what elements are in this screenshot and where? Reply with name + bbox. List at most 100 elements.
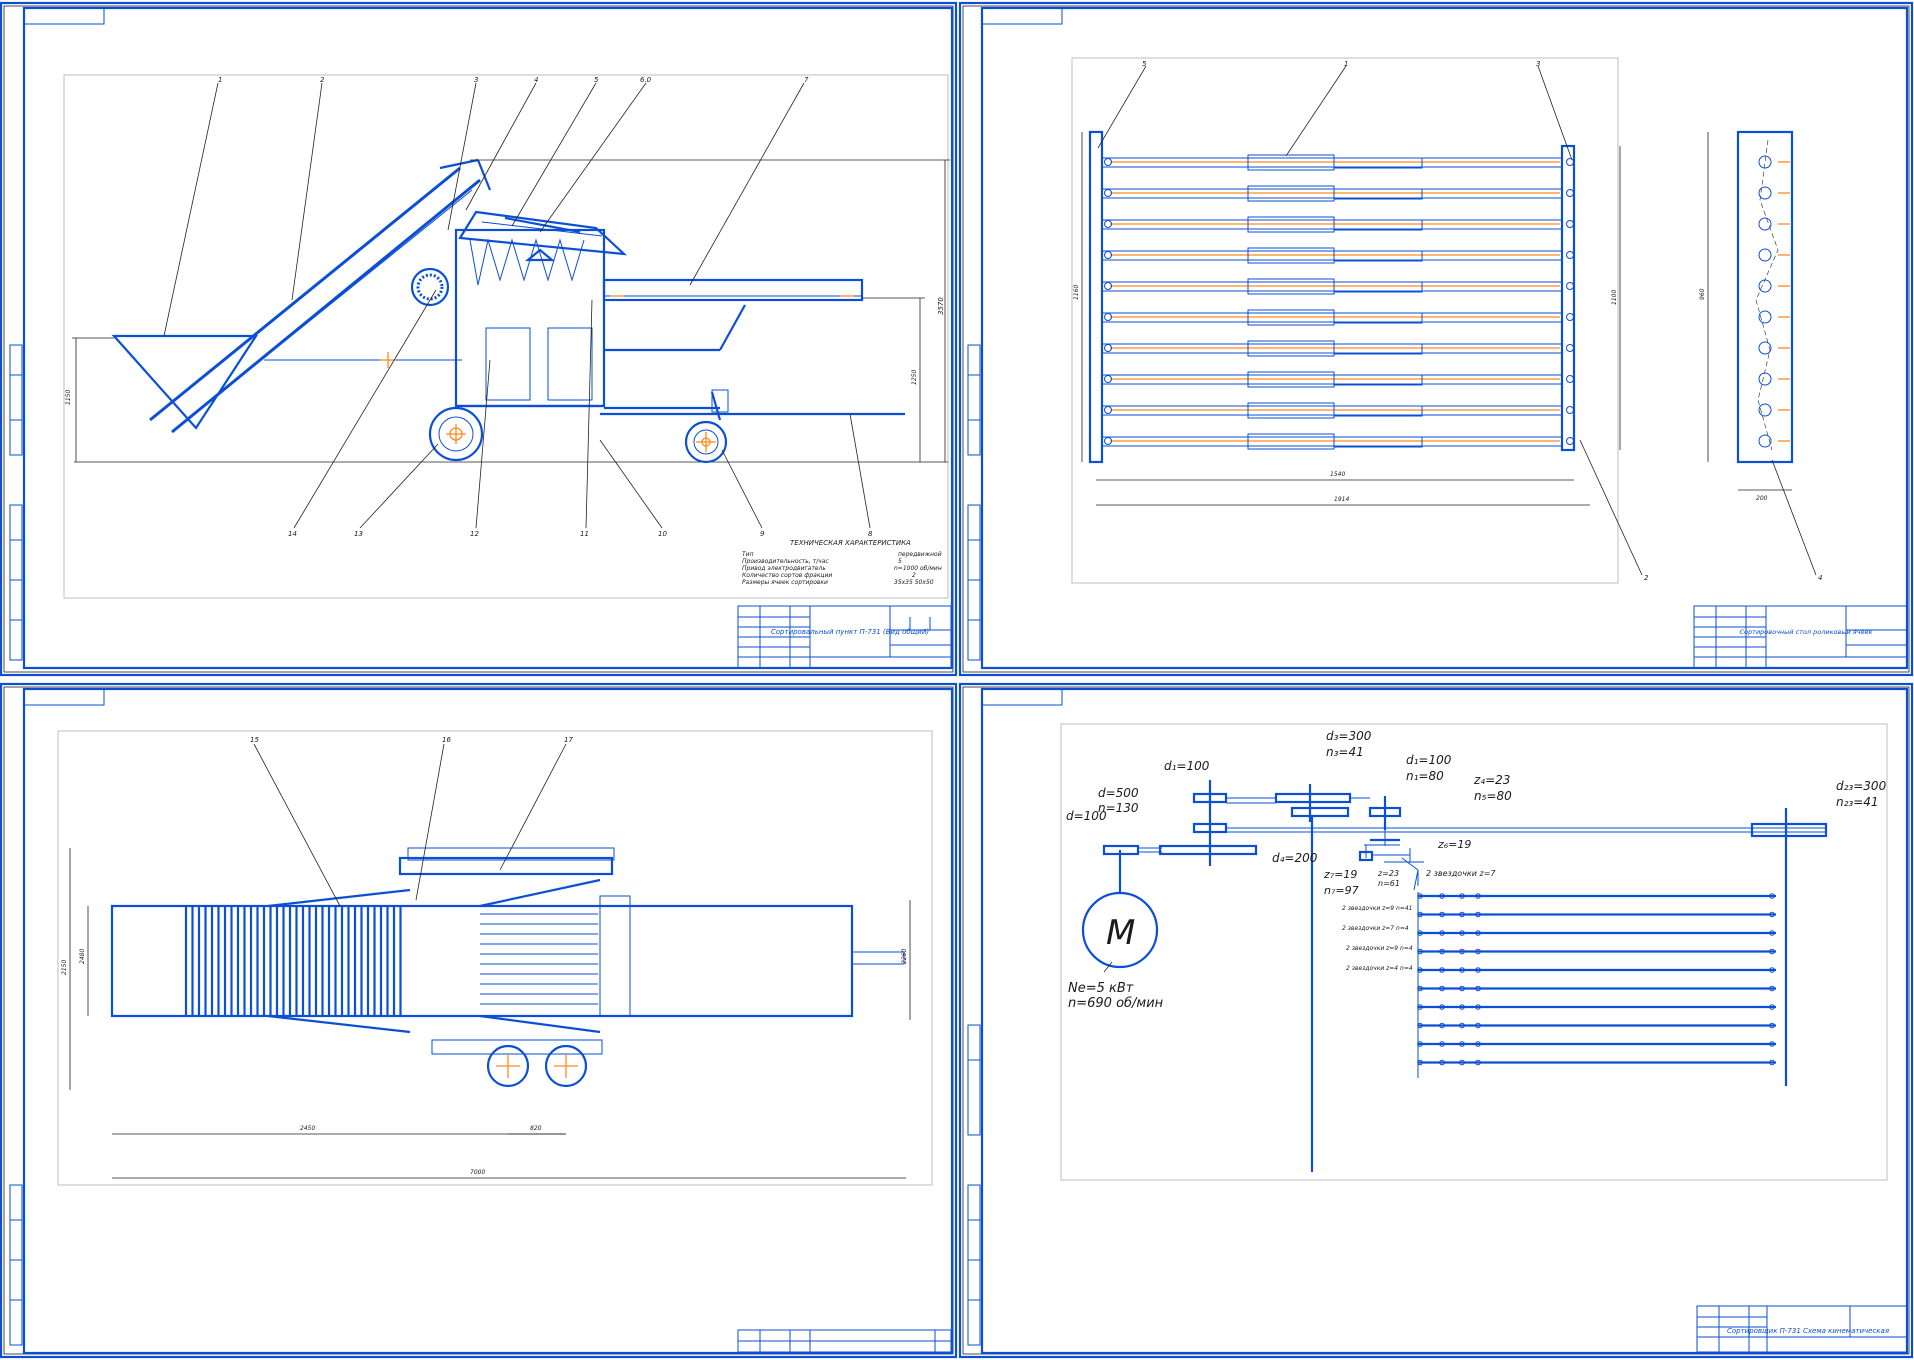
- callout-3: 3: [474, 76, 478, 84]
- sprocket-mark: [1417, 930, 1423, 936]
- spec-value-0: передвижной: [898, 551, 942, 558]
- sprocket-mark: [1459, 1022, 1465, 1029]
- spec-title: ТЕХНИЧЕСКАЯ ХАРАКТЕРИСТИКА: [790, 539, 911, 547]
- roller-segment: [1333, 405, 1423, 417]
- sprocket-note-0: 2 звездочки z=9 n=41: [1342, 905, 1413, 912]
- roller-segment: [1333, 250, 1423, 262]
- sprocket-mark: [1475, 930, 1481, 936]
- sprocket-mark: [1417, 893, 1423, 899]
- s2-callout-1: 1: [1344, 60, 1348, 68]
- roller-bearing: [1566, 251, 1574, 259]
- callout-14: 14: [288, 530, 297, 538]
- label-z6-19: z₆=19: [1437, 838, 1471, 851]
- sprocket-mark: [1769, 1041, 1775, 1047]
- sprocket-mark: [1769, 985, 1775, 992]
- sprocket-mark: [1417, 967, 1423, 973]
- sprocket-mark: [1459, 1004, 1465, 1010]
- dim-1914: 1914: [1334, 496, 1349, 503]
- dim-1100: 1100: [1611, 290, 1618, 305]
- label-d23-300: d₂₃=300: [1836, 779, 1887, 793]
- spec-value-2: n=1000 об/мин: [894, 565, 942, 572]
- roller-bearing: [1566, 313, 1574, 321]
- roller-segment: [1333, 436, 1423, 448]
- sprocket-mark: [1769, 911, 1775, 918]
- roller-bearing: [1566, 158, 1574, 166]
- motor-power: Ne=5 кВт: [1068, 981, 1134, 996]
- callout-7: 7: [804, 76, 809, 84]
- roller-bearing: [1104, 437, 1112, 445]
- sprocket-mark: [1417, 948, 1423, 955]
- label-d1-100: d₁=100: [1164, 759, 1210, 773]
- roller-bearing: [1104, 375, 1112, 383]
- side-sprocket: [1758, 248, 1772, 262]
- dim-2450: 2450: [300, 1125, 315, 1132]
- sprocket-mark: [1439, 985, 1445, 992]
- sprocket-mark: [1439, 1041, 1445, 1047]
- side-sprocket: [1758, 155, 1772, 169]
- roller-bearing: [1104, 406, 1112, 414]
- sprocket-mark: [1769, 967, 1775, 973]
- s2-callout-2: 2: [1644, 574, 1649, 582]
- roller-bearing: [1104, 313, 1112, 321]
- roller-bearing: [1566, 220, 1574, 228]
- roller-bearing: [1104, 344, 1112, 352]
- s2-callout-4: 4: [1818, 574, 1822, 582]
- roller-bearing: [1104, 189, 1112, 197]
- callout-6: 6.0: [640, 76, 652, 84]
- side-sprocket: [1758, 310, 1772, 324]
- sprocket-mark: [1417, 1004, 1423, 1010]
- sprocket-mark: [1475, 911, 1481, 918]
- sprocket-mark: [1417, 911, 1423, 918]
- dim-200: 200: [1756, 495, 1768, 502]
- spec-label-1: Производительность, т/час: [742, 558, 829, 565]
- sprocket-mark: [1417, 1022, 1423, 1029]
- dim-1160: 1160: [1073, 285, 1080, 300]
- dim-height-3: 3570: [937, 297, 945, 315]
- label-n7-97: n₇=97: [1324, 884, 1359, 897]
- callout-11: 11: [580, 530, 589, 538]
- dim-2260: 2260: [901, 949, 908, 964]
- sprocket-mark: [1475, 967, 1481, 973]
- label-n23-41: n₂₃=41: [1836, 795, 1879, 809]
- callout-13: 13: [354, 530, 363, 538]
- callout-9: 9: [760, 530, 765, 538]
- roller-segment: [1333, 343, 1423, 355]
- sheet4-kinematic-scheme: M Ne=5 кВт n=690 об/мин: [1066, 729, 1887, 1172]
- side-sprocket: [1758, 217, 1772, 231]
- label-d500: d=500: [1098, 786, 1139, 800]
- callout-8: 8: [868, 530, 873, 538]
- sprocket-mark: [1417, 985, 1423, 992]
- sprocket-mark: [1769, 930, 1775, 936]
- roller-segment: [1333, 312, 1423, 324]
- label-n5-80: n₅=80: [1474, 789, 1512, 803]
- s3-callout-16: 16: [442, 736, 451, 744]
- label-note-top: 2 звездочки z=7: [1426, 869, 1496, 878]
- roller-bearing: [1104, 158, 1112, 166]
- label-z4-23: z₄=23: [1473, 773, 1510, 787]
- dim-2480: 2480: [79, 949, 86, 964]
- sprocket-mark: [1439, 948, 1445, 955]
- roller-bearing: [1566, 189, 1574, 197]
- sprocket-note-3: 2 звездочки z=4 n=4: [1346, 965, 1413, 972]
- title-block-sheet3: [737, 1329, 952, 1353]
- sprocket-mark: [1459, 985, 1465, 992]
- spec-table: Тип передвижной Производительность, т/ча…: [742, 551, 942, 586]
- dim-960: 960: [1699, 288, 1706, 300]
- sprocket-mark: [1459, 930, 1465, 936]
- label-z7-19: z₇=19: [1323, 868, 1357, 881]
- label-n130: n=130: [1098, 801, 1139, 815]
- sprocket-mark: [1769, 948, 1775, 955]
- roller-bearing: [1566, 406, 1574, 414]
- margin-stamps: [9, 344, 981, 1346]
- label-n61: n=61: [1378, 879, 1400, 888]
- sheet1-general-view: 1150 1250 3570 1 2 3 4 5 6.0 7 14 13 12 …: [65, 76, 950, 586]
- sprocket-mark: [1769, 1022, 1775, 1029]
- sprocket-mark: [1475, 1022, 1481, 1029]
- callout-1: 1: [218, 76, 222, 84]
- dim-2150: 2150: [61, 960, 68, 975]
- sheet2-roller-table: 1540 1914 1100 200 960 1160 5 1 3 2 4: [1073, 60, 1822, 582]
- roller-segment: [1333, 188, 1423, 200]
- sprocket-mark: [1439, 911, 1445, 918]
- spec-label-0: Тип: [742, 551, 754, 558]
